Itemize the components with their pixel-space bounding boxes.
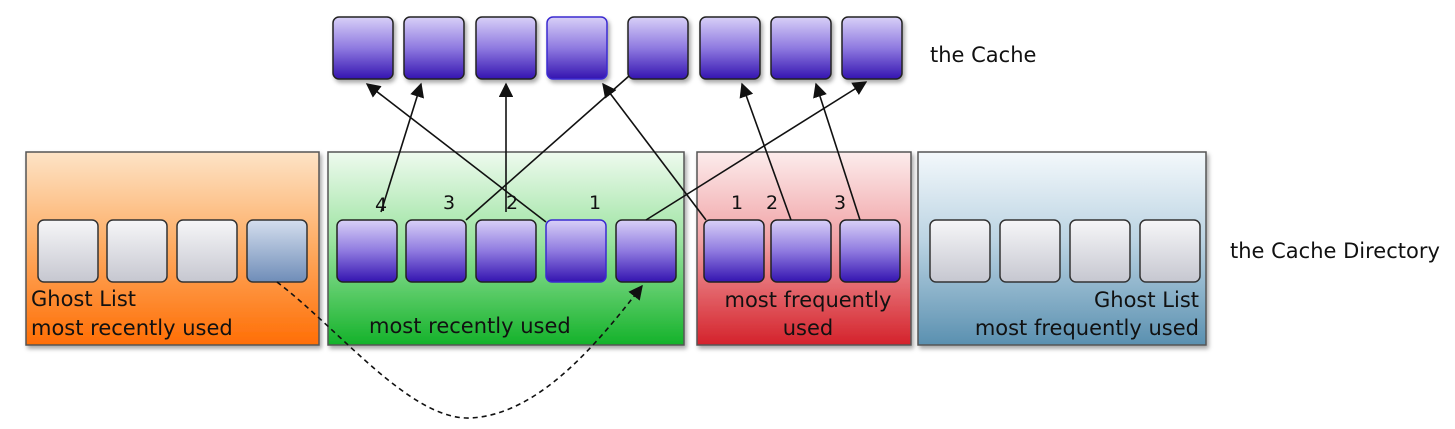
mfu-label-line2: used: [783, 316, 834, 340]
ghost-mfu-blocks: [929, 219, 1201, 283]
arrow-line: [813, 82, 861, 221]
mru-blocks: [336, 219, 677, 283]
mru-block: [545, 219, 607, 283]
cache-row: [332, 16, 903, 80]
mru-block: [475, 219, 537, 283]
mru-number: 3: [443, 192, 455, 214]
mru-block: [405, 219, 467, 283]
arrow-line: [380, 82, 425, 213]
cache-block: [699, 16, 761, 80]
arrow-line: [602, 82, 707, 221]
arrow-line: [739, 82, 792, 221]
mfu-number: 2: [766, 192, 778, 214]
ghost-mru-subtitle: most recently used: [31, 316, 233, 340]
mru-number: 2: [506, 192, 518, 214]
arrow-line: [645, 81, 868, 221]
ghost-block: [176, 219, 238, 283]
mfu-block: [703, 219, 765, 283]
mfu-blocks: [703, 219, 901, 283]
ghost-block: [929, 219, 991, 283]
ghost-block: [999, 219, 1061, 283]
mru-label: most recently used: [369, 314, 571, 338]
mfu-block: [770, 219, 832, 283]
mfu-block: [839, 219, 901, 283]
cache-block: [627, 16, 689, 80]
mru-number: 4: [375, 194, 387, 216]
cache-block: [770, 16, 832, 80]
mfu-number: 3: [834, 192, 846, 214]
ghost-mru-title: Ghost List: [31, 287, 136, 311]
cache-block: [475, 16, 537, 80]
mfu-number: 1: [731, 192, 743, 214]
ghost-block: [1069, 219, 1131, 283]
mru-block: [615, 219, 677, 283]
cache-directory-label: the Cache Directory: [1230, 239, 1440, 263]
cache-block: [841, 16, 903, 80]
arrow-line: [365, 83, 547, 223]
cache-block: [403, 16, 465, 80]
cache-label: the Cache: [930, 43, 1036, 67]
ghost-block: [1139, 219, 1201, 283]
ghost-block: [106, 219, 168, 283]
arrow-line-plain: [465, 75, 630, 221]
mru-number: 1: [589, 192, 601, 214]
cache-block: [332, 16, 394, 80]
ghost-mfu-subtitle: most frequently used: [975, 316, 1199, 340]
ghost-mru-blocks: [37, 219, 308, 283]
cache-block: [546, 16, 608, 80]
ghost-mfu-title: Ghost List: [1094, 288, 1199, 312]
ghost-block: [37, 219, 99, 283]
mru-block: [336, 219, 398, 283]
ghost-block-highlighted: [246, 219, 308, 283]
cache-pointer-arrows: [365, 75, 868, 223]
mfu-label-line1: most frequently: [724, 288, 891, 312]
